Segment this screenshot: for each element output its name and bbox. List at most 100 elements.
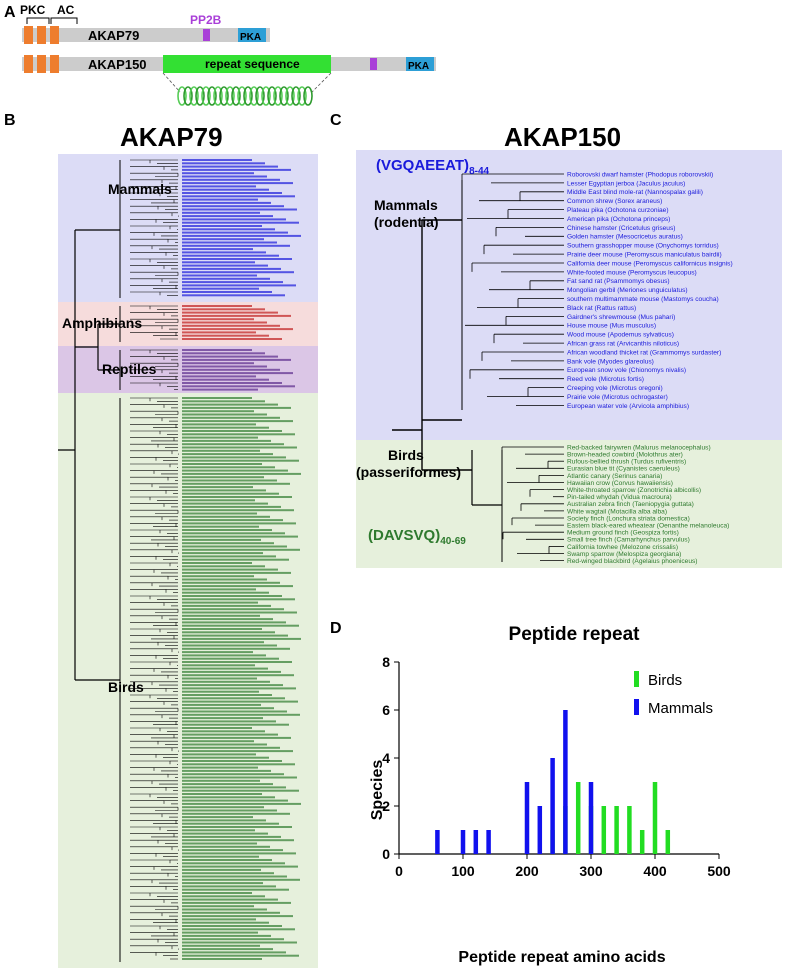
mammals-region bbox=[58, 154, 318, 302]
panel-label-a: A bbox=[4, 4, 16, 21]
rodent-species-label: European water vole (Arvicola amphibius) bbox=[567, 403, 689, 410]
bird-species-label: Small tree finch (Camarhynchus parvulus) bbox=[567, 537, 690, 544]
birds-bar bbox=[652, 782, 658, 854]
akap150-bar-label: AKAP150 bbox=[88, 57, 147, 72]
mammals-bar bbox=[550, 758, 555, 854]
panel-label-b: B bbox=[4, 112, 16, 129]
birds-bar bbox=[627, 806, 632, 854]
amphibians-group-label: Amphibians bbox=[62, 315, 142, 331]
y-tick-label: 0 bbox=[382, 846, 390, 862]
passeriformes-label-line1: Birds bbox=[388, 447, 424, 463]
mammals-bar bbox=[588, 782, 594, 854]
akap150-pkc-box-2 bbox=[37, 55, 46, 73]
rodent-species-label: Common shrew (Sorex araneus) bbox=[567, 198, 662, 205]
mammals-group-label: Mammals bbox=[108, 181, 172, 197]
rodent-species-label: Lesser Egyptian jerboa (Jaculus jaculus) bbox=[567, 180, 685, 187]
rodent-species-label: Plateau pika (Ochotona curzoniae) bbox=[567, 207, 669, 214]
panel-a-domain-diagram: PKC AC PP2B AKAP79 PKA AKAP150 repeat se… bbox=[0, 0, 450, 110]
akap79-pka-box bbox=[238, 28, 266, 42]
legend-swatch-mammals bbox=[634, 699, 639, 715]
x-axis-label: Peptide repeat amino acids bbox=[458, 949, 665, 966]
bird-species-label: Eurasian blue tit (Cyanistes caeruleus) bbox=[567, 466, 680, 473]
legend-swatch-birds bbox=[634, 671, 639, 687]
rodent-species-label: Southern grasshopper mouse (Onychomys to… bbox=[567, 243, 719, 250]
akap150-pka-box bbox=[406, 57, 434, 71]
rodentia-label-line2: (rodentia) bbox=[374, 214, 439, 230]
bird-species-label: Medium ground finch (Geospiza fortis) bbox=[567, 530, 679, 537]
akap150-tree-title: AKAP150 bbox=[504, 122, 622, 152]
y-tick-label: 6 bbox=[382, 702, 390, 718]
rodent-species-label: Mongolian gerbil (Meriones unguiculatus) bbox=[567, 287, 688, 294]
akap79-bar-label: AKAP79 bbox=[88, 28, 139, 43]
akap150-repeat-box bbox=[163, 55, 331, 73]
rodentia-label-line1: Mammals bbox=[374, 197, 438, 213]
chart-title: Peptide repeat bbox=[509, 624, 641, 645]
birds-group-label: Birds bbox=[108, 679, 144, 695]
birds-bar bbox=[601, 806, 607, 854]
bird-species-label: California towhee (Melozone crissalis) bbox=[567, 544, 678, 551]
rodent-species-label: African grass rat (Arvicanthis niloticus… bbox=[567, 341, 679, 348]
rodent-species-label: Prairie deer mouse (Peromyscus maniculat… bbox=[567, 252, 722, 259]
legend-label-birds: Birds bbox=[648, 672, 682, 689]
y-axis-label: Species bbox=[369, 760, 386, 821]
mammal-motif-label: (VGQAEEAT)8-44 bbox=[376, 157, 490, 177]
pkc-site-label: PKC bbox=[20, 3, 46, 17]
x-tick-label: 0 bbox=[395, 863, 403, 879]
rodent-species-label: House mouse (Mus musculus) bbox=[567, 323, 656, 330]
birds-bar bbox=[575, 782, 581, 854]
x-tick-label: 100 bbox=[451, 863, 475, 879]
bird-motif-label: (DAVSVQ)40-69 bbox=[368, 527, 466, 547]
rodent-species-label: Roborovski dwarf hamster (Phodopus robor… bbox=[567, 171, 713, 178]
bird-species-label: Pin-tailed whydah (Vidua macroura) bbox=[567, 494, 672, 501]
panel-label-d: D bbox=[330, 620, 342, 637]
bird-species-label: White wagtail (Motacilla alba alba) bbox=[567, 508, 667, 515]
bird-species-label: Rufous-bellied thrush (Turdus rufiventri… bbox=[567, 459, 686, 466]
rodent-species-label: Bank vole (Myodes glareolus) bbox=[567, 358, 654, 365]
panel-c-akap150-tree: AKAP150 Roborovski dwarf hamster (Phodop… bbox=[352, 110, 785, 570]
rodent-species-label: Fat sand rat (Psammomys obesus) bbox=[567, 278, 670, 285]
akap79-pka-label: PKA bbox=[240, 32, 261, 43]
rodent-species-label: Middle East blind mole-rat (Nannospalax … bbox=[567, 189, 703, 196]
peptide-repeat-chart: Peptide repeat Species Peptide repeat am… bbox=[369, 624, 731, 966]
repeat-sequence-label: repeat sequence bbox=[205, 57, 300, 71]
passeriformes-label-line2: (passeriformes) bbox=[356, 464, 461, 480]
rodent-species-label: African woodland thicket rat (Grammomys … bbox=[567, 349, 721, 356]
helix-icon bbox=[177, 86, 313, 106]
rodent-species-label: Black rat (Rattus rattus) bbox=[567, 305, 636, 312]
y-tick-label: 2 bbox=[382, 798, 390, 814]
legend-label-mammals: Mammals bbox=[648, 700, 713, 717]
passeriformes-region bbox=[356, 440, 782, 568]
reptiles-group-label: Reptiles bbox=[102, 361, 157, 377]
bird-species-label: Atlantic canary (Serinus canaria) bbox=[567, 473, 662, 480]
akap-domain-map: PKC AC PP2B AKAP79 PKA AKAP150 repeat se… bbox=[20, 3, 436, 106]
mammals-bar bbox=[524, 782, 530, 854]
mammals-bar bbox=[460, 830, 466, 854]
mammals-bar bbox=[486, 830, 491, 854]
rodent-species-label: Chinese hamster (Cricetulus griseus) bbox=[567, 225, 675, 232]
akap79-pkc-box-2 bbox=[37, 26, 46, 44]
x-tick-label: 200 bbox=[515, 863, 539, 879]
rodent-species-label: California deer mouse (Peromyscus califo… bbox=[567, 260, 733, 267]
x-tick-label: 400 bbox=[643, 863, 667, 879]
rodent-species-label: American pika (Ochotona princeps) bbox=[567, 216, 670, 223]
bird-species-label: Australian zebra finch (Taeniopygia gutt… bbox=[567, 501, 694, 508]
bird-species-label: Brown-headed cowbird (Molothrus ater) bbox=[567, 452, 683, 459]
panel-b-akap79-tree: AKAP79 Mammals Amphibians Reptiles Birds bbox=[0, 110, 330, 972]
rodent-species-label: European snow vole (Chionomys nivalis) bbox=[567, 367, 686, 374]
y-tick-label: 4 bbox=[382, 750, 390, 766]
bird-species-label: Red-winged blackbird (Agelaius phoeniceu… bbox=[567, 558, 697, 565]
mammals-bar bbox=[435, 830, 440, 854]
x-tick-label: 500 bbox=[707, 863, 731, 879]
birds-bar bbox=[665, 830, 671, 854]
x-tick-label: 300 bbox=[579, 863, 603, 879]
birds-bar bbox=[639, 830, 645, 854]
rodent-species-label: Reed vole (Microtus fortis) bbox=[567, 376, 644, 383]
akap150-pp2b-box bbox=[370, 58, 377, 70]
rodent-species-label: Prairie vole (Microtus ochrogaster) bbox=[567, 394, 668, 401]
birds-bar bbox=[614, 806, 619, 854]
bird-species-label: Red-backed fairywren (Malurus melanoceph… bbox=[567, 444, 711, 451]
panel-d-histogram: Peptide repeat Species Peptide repeat am… bbox=[352, 610, 785, 972]
akap150-pka-label: PKA bbox=[408, 61, 429, 72]
bird-species-label: Hawaiian crow (Corvus hawaiiensis) bbox=[567, 480, 673, 487]
ac-site-label: AC bbox=[57, 3, 75, 17]
